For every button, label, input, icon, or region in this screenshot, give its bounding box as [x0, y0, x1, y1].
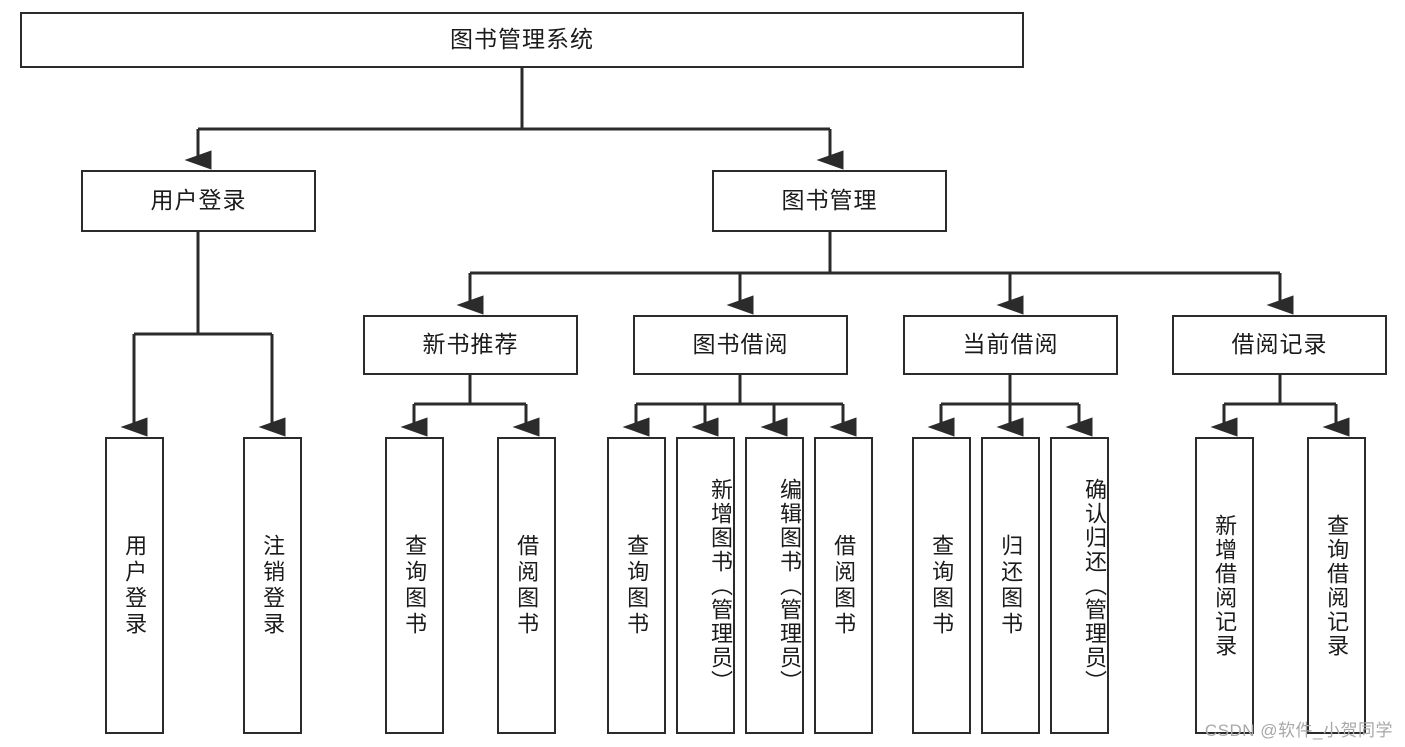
- leaf-borrow-edit-book-admin[interactable]: 编辑图书（管理员）: [745, 437, 804, 734]
- node-label: 借阅记录: [1231, 331, 1328, 358]
- node-book-borrow[interactable]: 图书借阅: [633, 315, 848, 375]
- node-label: 用户登录: [122, 533, 148, 638]
- node-label: 查询图书: [624, 533, 650, 638]
- node-label: 借阅图书: [514, 533, 540, 638]
- node-label: 图书借阅: [692, 331, 789, 358]
- node-current-borrow[interactable]: 当前借阅: [903, 315, 1118, 375]
- node-label: 查询图书: [402, 533, 428, 638]
- csdn-watermark: CSDN @软件_小贺同学: [1204, 721, 1393, 740]
- node-user-login[interactable]: 用户登录: [81, 170, 316, 232]
- leaf-record-add-borrow-record[interactable]: 新增借阅记录: [1195, 437, 1254, 734]
- node-label: 编辑图书（管理员）: [777, 477, 802, 694]
- leaf-user-login-signin[interactable]: 用户登录: [105, 437, 164, 734]
- node-label: 归还图书: [998, 533, 1024, 638]
- leaf-borrow-query-book[interactable]: 查询图书: [607, 437, 666, 734]
- node-root-book-management-system[interactable]: 图书管理系统: [20, 12, 1024, 68]
- leaf-recommend-borrow-book[interactable]: 借阅图书: [497, 437, 556, 734]
- leaf-current-query-book[interactable]: 查询图书: [912, 437, 971, 734]
- node-label: 当前借阅: [962, 331, 1059, 358]
- node-label: 图书管理: [781, 187, 878, 214]
- node-label: 图书管理系统: [450, 26, 594, 53]
- node-label: 新增借阅记录: [1212, 513, 1238, 658]
- node-label: 新增图书（管理员）: [708, 477, 733, 694]
- leaf-recommend-query-book[interactable]: 查询图书: [385, 437, 444, 734]
- node-label: 查询图书: [929, 533, 955, 638]
- node-label: 借阅图书: [831, 533, 857, 638]
- leaf-user-login-signout[interactable]: 注销登录: [243, 437, 302, 734]
- node-new-book-recommend[interactable]: 新书推荐: [363, 315, 578, 375]
- node-label: 用户登录: [150, 187, 247, 214]
- node-book-management[interactable]: 图书管理: [712, 170, 947, 232]
- node-label: 查询借阅记录: [1324, 513, 1350, 658]
- node-label: 注销登录: [260, 533, 286, 638]
- node-label: 新书推荐: [422, 331, 519, 358]
- node-label: 确认归还（管理员）: [1082, 477, 1107, 694]
- leaf-record-query-borrow-record[interactable]: 查询借阅记录: [1307, 437, 1366, 734]
- node-borrow-record[interactable]: 借阅记录: [1172, 315, 1387, 375]
- leaf-borrow-add-book-admin[interactable]: 新增图书（管理员）: [676, 437, 735, 734]
- leaf-borrow-borrow-book[interactable]: 借阅图书: [814, 437, 873, 734]
- leaf-current-confirm-return-admin[interactable]: 确认归还（管理员）: [1050, 437, 1109, 734]
- leaf-current-return-book[interactable]: 归还图书: [981, 437, 1040, 734]
